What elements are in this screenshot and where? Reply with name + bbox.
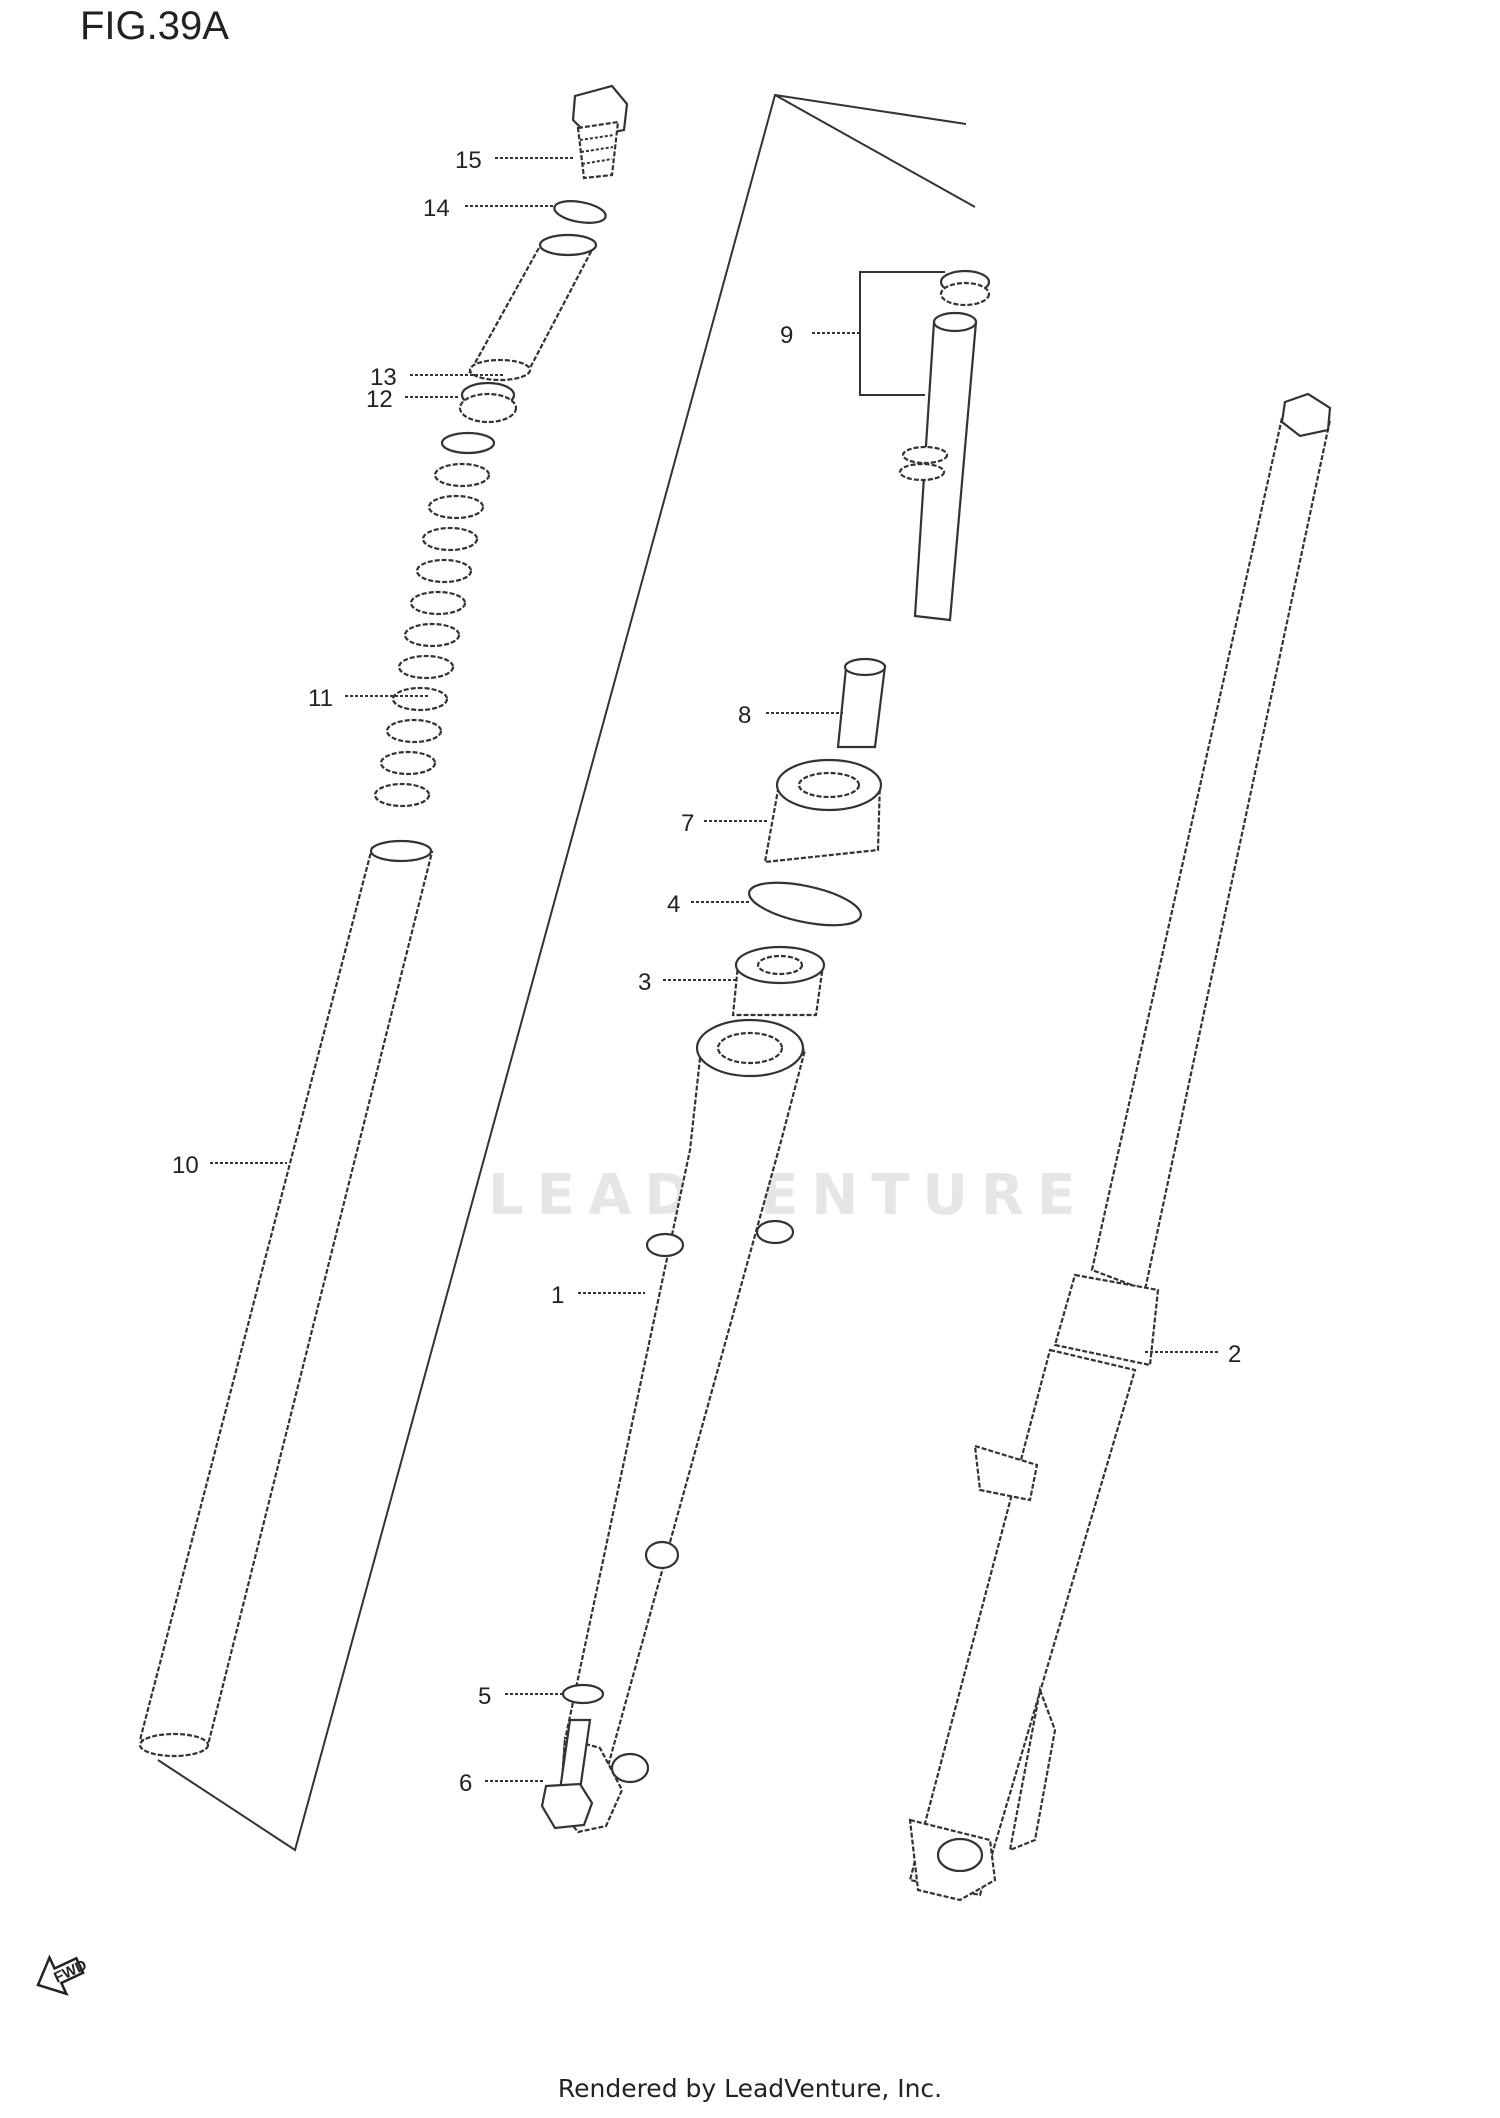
callout-10[interactable]: 10 xyxy=(172,1152,199,1179)
callout-9[interactable]: 9 xyxy=(780,322,793,349)
part-8-oil-lock-piece[interactable] xyxy=(836,657,887,749)
part-15-cap-bolt[interactable] xyxy=(571,84,629,180)
callout-13[interactable]: 13 xyxy=(370,364,397,391)
callout-2[interactable]: 2 xyxy=(1228,1341,1241,1368)
part-9-damper-rod-set[interactable] xyxy=(898,269,991,622)
rendered-by-footer: Rendered by LeadVenture, Inc. xyxy=(557,2074,943,2103)
part-7-dust-seal[interactable] xyxy=(763,758,883,864)
assembly-boundary-line xyxy=(157,93,967,1852)
fwd-arrow-icon: FWD xyxy=(36,1954,90,1996)
callout-8[interactable]: 8 xyxy=(738,702,751,729)
part-13-spacer-tube[interactable] xyxy=(468,233,598,382)
part-3-oil-seal[interactable] xyxy=(731,945,826,1017)
leadventure-watermark: LEADVENTURE xyxy=(488,1163,1089,1228)
part-12-spring-seat[interactable] xyxy=(458,381,518,424)
part-1-outer-tube-left[interactable] xyxy=(558,1018,807,1834)
callout-15[interactable]: 15 xyxy=(455,147,482,174)
callout-5[interactable]: 5 xyxy=(478,1683,491,1710)
figure-title: FIG.39A xyxy=(80,4,229,48)
callout-3[interactable]: 3 xyxy=(638,969,651,996)
callout-4[interactable]: 4 xyxy=(667,891,680,918)
part-6-bolt[interactable] xyxy=(540,1718,594,1830)
part-10-inner-tube[interactable] xyxy=(138,839,434,1758)
part-11-fork-spring[interactable] xyxy=(373,431,496,808)
callout-11[interactable]: 11 xyxy=(308,685,333,712)
part-4-stopper-ring[interactable] xyxy=(746,875,865,934)
part-2-right-fork-assembly[interactable] xyxy=(908,392,1332,1902)
callout-7[interactable]: 7 xyxy=(681,810,694,837)
part-14-o-ring[interactable] xyxy=(553,198,608,227)
callout-12[interactable]: 12 xyxy=(366,386,393,413)
assembly-boundary-line-top xyxy=(774,94,976,208)
callout-6[interactable]: 6 xyxy=(459,1770,472,1797)
callout-14[interactable]: 14 xyxy=(423,195,450,222)
callout-1[interactable]: 1 xyxy=(551,1282,564,1309)
part-5-gasket[interactable] xyxy=(561,1683,605,1705)
